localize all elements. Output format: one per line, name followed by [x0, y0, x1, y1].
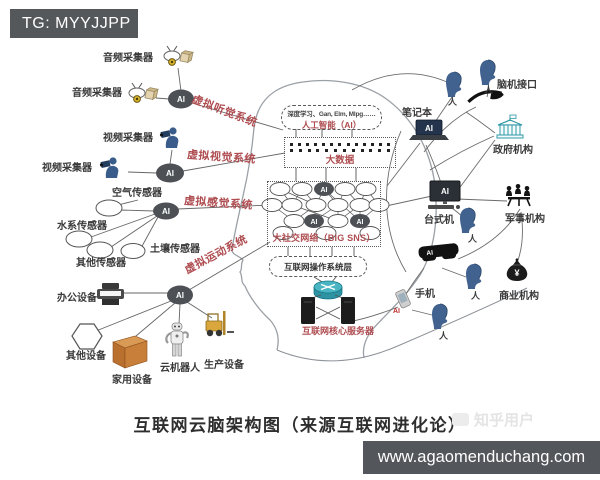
server-towers-icon	[301, 297, 355, 324]
diagram-caption: 互联网云脑架构图（来源互联网进化论）	[133, 416, 467, 435]
label-desktop: 台式机	[424, 215, 454, 226]
label-soil-sensor: 土壤传感器	[150, 244, 200, 255]
sns-box: 大社交网络（BIG SNS）	[267, 181, 381, 247]
layer-connectors	[287, 129, 357, 284]
other-device-hexagon	[71, 323, 103, 350]
os-layer-label: 互联网操作系统层	[283, 261, 352, 272]
ai-hub-nodes: AI AI AI AI	[153, 89, 194, 305]
bigdata-box: 大数据	[284, 137, 396, 168]
label-video-collector-1: 视频采集器	[103, 133, 153, 144]
ai-node-label: AI	[311, 219, 318, 226]
label-laptop: 笔记本	[402, 108, 432, 119]
video-collector-icon	[99, 157, 119, 178]
label-production-device: 生产设备	[204, 360, 244, 371]
label-home-device: 家用设备	[112, 375, 152, 386]
glasses-ai-label: AI	[426, 249, 433, 257]
label-business: 商业机构	[499, 291, 539, 302]
robot-icon	[165, 322, 189, 357]
label-person: 人	[448, 97, 458, 107]
label-bci: 脑机接口	[497, 80, 537, 91]
government-building-icon	[496, 114, 524, 139]
label-person: 人	[484, 85, 494, 95]
person-icon	[459, 207, 476, 234]
ai-hub-label: AI	[162, 207, 170, 216]
tg-watermark-text: TG: MYYJJPP	[22, 14, 131, 32]
label-other-sensor: 其他传感器	[76, 258, 126, 269]
home-device-box-icon	[112, 335, 148, 369]
site-watermark-text: www.agaomenduchang.com	[377, 448, 586, 466]
military-icon	[506, 184, 531, 207]
phone-ai-label: AI	[393, 308, 400, 315]
ai-node-label: AI	[357, 219, 364, 226]
label-office-device: 办公设备	[57, 293, 97, 304]
sns-network: AI AI AI	[261, 182, 390, 240]
bigdata-dots	[290, 143, 390, 146]
core-server-label: 互联网核心服务器	[301, 326, 374, 336]
yen-label: ¥	[514, 268, 519, 278]
audio-collector-icon	[128, 82, 159, 103]
ai-hub-label: AI	[166, 169, 174, 178]
sns-label: 大社交网络（BIG SNS）	[272, 233, 376, 243]
head-silhouette	[231, 79, 528, 362]
forklift-icon	[205, 311, 234, 337]
ai-hub-label: AI	[177, 95, 185, 104]
label-air-sensor: 空气传感器	[112, 188, 162, 199]
bigdata-dots	[290, 149, 390, 152]
label-audio-collector-1: 音频采集器	[103, 53, 153, 64]
laptop-icon: AI	[409, 119, 449, 140]
bigdata-label: 大数据	[325, 155, 355, 166]
ai-hub-label: AI	[176, 291, 184, 300]
core-router-icon	[313, 280, 343, 300]
label-phone: 手机	[415, 289, 435, 300]
bci-glasses-icon	[467, 90, 504, 104]
sns-ai-nodes: AI AI AI	[304, 182, 370, 228]
site-watermark-bar: www.agaomenduchang.com	[363, 441, 600, 474]
label-person: 人	[471, 291, 481, 301]
os-layer-box: 互联网操作系统层	[269, 256, 367, 277]
desktop-ai-label: AI	[441, 187, 449, 196]
deep-learning-label: 深度学习、Gan, Elm, Mlpg……	[287, 111, 376, 118]
ai-node-label: AI	[321, 187, 328, 194]
label-cloud-robot: 云机器人	[160, 363, 200, 374]
vr-glasses-icon: AI	[418, 243, 459, 262]
audio-collector-icon	[163, 45, 194, 66]
desktop-icon: AI	[428, 180, 461, 209]
person-icon	[445, 71, 462, 98]
laptop-ai-label: AI	[425, 124, 433, 133]
label-person: 人	[439, 331, 449, 341]
label-military: 军事机构	[505, 214, 545, 225]
ai-layer-box: 深度学习、Gan, Elm, Mlpg…… 人工智能（AI）	[281, 105, 382, 130]
video-collector-icon	[159, 127, 179, 148]
zhihu-logo-icon	[452, 413, 469, 426]
label-government: 政府机构	[493, 145, 533, 156]
label-audio-collector-2: 音频采集器	[72, 88, 122, 99]
zhihu-watermark: 知乎用户	[452, 409, 534, 430]
person-icon	[465, 263, 482, 290]
ai-layer-label: 人工智能（AI）	[301, 120, 362, 130]
left-links	[90, 67, 286, 337]
person-icon	[479, 59, 496, 86]
label-other-device: 其他设备	[66, 351, 106, 362]
phone-icon	[395, 289, 411, 309]
label-person: 人	[468, 234, 478, 244]
label-video-collector-2: 视频采集器	[42, 163, 92, 174]
zhihu-watermark-text: 知乎用户	[474, 412, 535, 429]
printer-icon	[97, 283, 124, 305]
label-water-sensor: 水系传感器	[57, 221, 107, 232]
money-bag-icon: ¥	[506, 258, 528, 281]
tg-watermark: TG: MYYJJPP	[10, 9, 138, 38]
sensor-nodes	[65, 199, 146, 259]
